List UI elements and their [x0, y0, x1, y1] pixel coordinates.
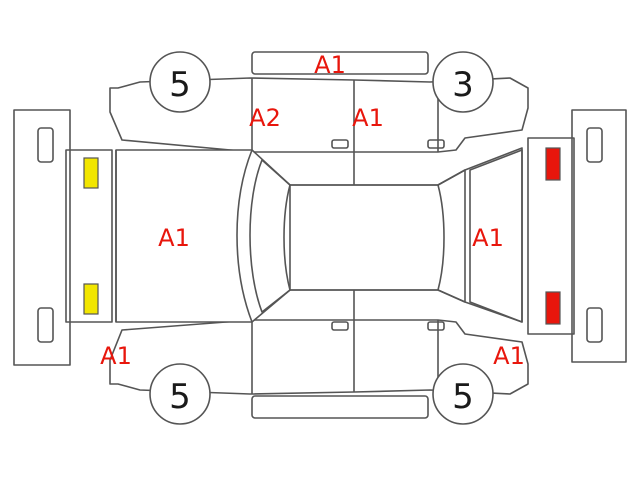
tire-front-left-value: 5	[169, 65, 191, 105]
tire-front-right: 3	[432, 51, 494, 113]
tire-rear-right-value: 5	[452, 377, 474, 417]
rear-lamp-bottom	[545, 291, 561, 325]
code-hood: A1	[158, 224, 190, 252]
rear-lamp-top	[545, 147, 561, 181]
tire-front-right-value: 3	[452, 65, 474, 105]
roof-rail-bottom	[251, 395, 429, 419]
code-rear-door-top: A1	[352, 104, 384, 132]
front-bumper	[13, 109, 71, 366]
code-roof-rail-top: A1	[314, 51, 346, 79]
body-top-view	[115, 147, 523, 323]
front-lamp-bottom	[83, 283, 99, 315]
rear-bumper	[571, 109, 627, 363]
code-rear-fender-bottom: A1	[493, 342, 525, 370]
roof-rail-top	[251, 51, 429, 75]
code-front-fender-bottom: A1	[100, 342, 132, 370]
front-lamp-panel	[65, 149, 113, 323]
tire-rear-right: 5	[432, 363, 494, 425]
code-front-door-top: A2	[249, 104, 281, 132]
tire-front-left: 5	[149, 51, 211, 113]
tire-rear-left: 5	[149, 363, 211, 425]
rear-lamp-panel	[527, 137, 575, 335]
tire-rear-left-value: 5	[169, 377, 191, 417]
front-lamp-top	[83, 157, 99, 189]
code-trunk: A1	[472, 224, 504, 252]
